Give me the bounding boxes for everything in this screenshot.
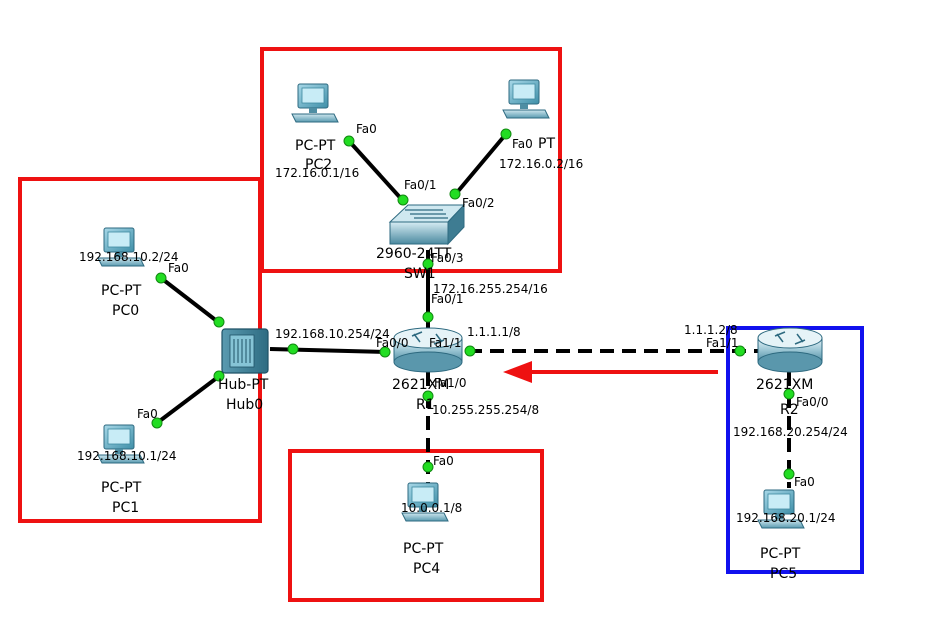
r1-port-fa00: Fa0/0 [376, 336, 408, 350]
link-point [422, 311, 434, 323]
red-arrow [503, 361, 718, 383]
pc2-port: Fa0 [356, 122, 377, 136]
pc0-type: PC-PT [101, 283, 142, 299]
pc4-type: PC-PT [403, 541, 444, 557]
r1-ip-fa11: 1.1.1.1/8 [467, 325, 521, 339]
r2-name: R2 [780, 402, 799, 418]
highlight-box-pc4 [288, 449, 544, 602]
pc4-ip: 10.0.0.1/8 [401, 501, 462, 515]
pc2-icon[interactable] [291, 83, 339, 123]
pc5-ip: 192.168.20.1/24 [736, 511, 835, 525]
link-pc2-sw1[interactable] [347, 139, 407, 205]
sw1-name: SW1 [404, 266, 436, 282]
link-point [422, 258, 434, 270]
link-point [422, 461, 434, 473]
link-point [500, 128, 512, 140]
r2-icon[interactable] [757, 327, 823, 373]
hub0-icon[interactable] [221, 328, 269, 374]
link-pc0-hub0[interactable] [159, 276, 224, 327]
link-point [783, 388, 795, 400]
r2-port-fa01: Fa1/1 [706, 336, 738, 350]
r1-port-fa10: Fa1/0 [434, 376, 466, 390]
hub0-type: Hub-PT [218, 377, 269, 393]
r2-ip-fa01: 1.1.1.2/8 [684, 323, 738, 337]
link-point [343, 135, 355, 147]
link-point [213, 316, 225, 328]
pc5-name: PC5 [770, 566, 797, 582]
link-point [422, 390, 434, 402]
r1-port-fa01: Fa0/1 [431, 292, 463, 306]
pc5-type: PC-PT [760, 546, 801, 562]
link-point [397, 194, 409, 206]
link-point [151, 417, 163, 429]
r2-ip-fa00: 192.168.20.254/24 [733, 425, 848, 439]
r1-name: R1 [416, 397, 435, 413]
pc4-name: PC4 [413, 561, 440, 577]
r1-type: 2621XM [392, 377, 449, 393]
r1-ip-fa00: 192.168.10.254/24 [275, 327, 390, 341]
pc5-port: Fa0 [794, 475, 815, 489]
pc2-name: PC2 [305, 157, 332, 173]
pc3-port: Fa0 [512, 137, 533, 151]
highlight-box-sw1 [260, 47, 562, 273]
pc3-ip: 172.16.0.2/16 [499, 157, 583, 171]
link-point [379, 346, 391, 358]
link-pc1-hub0[interactable] [155, 372, 224, 425]
sw1-port-b: Fa0/2 [462, 196, 494, 210]
pc1-ip: 192.168.10.1/24 [77, 449, 176, 463]
link-pc3-sw1[interactable] [452, 132, 508, 198]
r1-ip-fa10: 10.255.255.254/8 [432, 403, 539, 417]
pc0-ip: 192.168.10.2/24 [79, 250, 178, 264]
pc0-name: PC0 [112, 303, 139, 319]
link-point [213, 370, 225, 382]
sw1-port-a: Fa0/1 [404, 178, 436, 192]
pc1-port: Fa0 [137, 407, 158, 421]
r1-icon[interactable] [393, 327, 463, 373]
pc1-type: PC-PT [101, 480, 142, 496]
hub0-name: Hub0 [226, 397, 263, 413]
link-point [734, 345, 746, 357]
pc4-port: Fa0 [433, 454, 454, 468]
r2-type: 2621XM [756, 377, 813, 393]
sw1-type: 2960-24TT [376, 246, 452, 262]
pc2-type: PC-PT [295, 138, 336, 154]
r1-port-fa11: Fa1/1 [429, 336, 461, 350]
sw1-port-c: Fa0/3 [431, 251, 463, 265]
link-point [287, 343, 299, 355]
pc3-icon[interactable] [502, 79, 550, 119]
pc0-port: Fa0 [168, 261, 189, 275]
link-point [464, 345, 476, 357]
r1-ip-fa01: 172.16.255.254/16 [433, 282, 548, 296]
r2-port-fa00: Fa0/0 [796, 395, 828, 409]
pc3-type: PT [538, 136, 555, 152]
pc1-name: PC1 [112, 500, 139, 516]
link-point [449, 188, 461, 200]
link-point [783, 468, 795, 480]
link-point [155, 272, 167, 284]
sw1-icon[interactable] [388, 203, 466, 246]
pc2-ip: 172.16.0.1/16 [275, 166, 359, 180]
